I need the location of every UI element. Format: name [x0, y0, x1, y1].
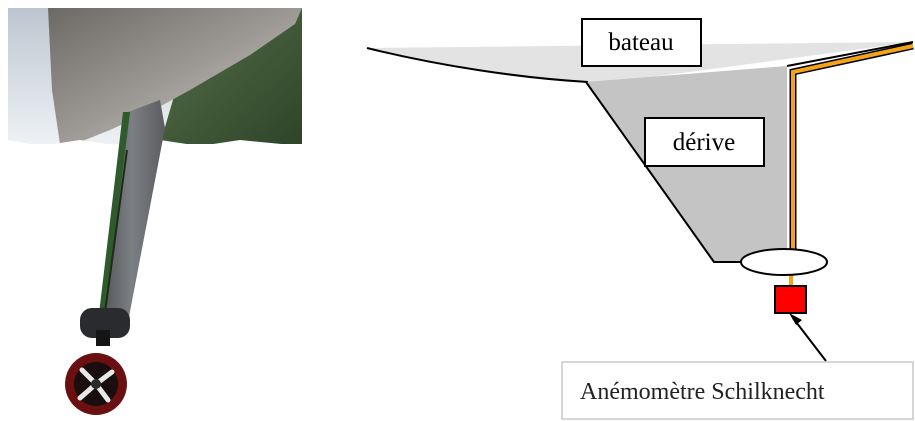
pointer-arrow-head [789, 313, 802, 325]
hull-outline-right [786, 41, 914, 67]
keel-label: dérive [673, 129, 735, 156]
photo-sensor-mount [80, 308, 130, 338]
schematic-diagram: bateau dérive Anémomètre Schilknecht [366, 18, 914, 420]
anemometer-label-box [561, 361, 914, 420]
pointer-arrow-line [792, 317, 827, 362]
anemometer-label: Anémomètre Schilknecht [580, 379, 825, 405]
sensor-pod [740, 248, 828, 276]
cable [791, 44, 914, 252]
photo-sensor-neck [96, 330, 110, 346]
photo-anemometer [65, 353, 127, 415]
keel-label-box [644, 117, 765, 167]
photo-keel [98, 100, 165, 322]
boat-label-box [581, 18, 702, 67]
anemometer-sensor [774, 285, 807, 314]
photo-cable [103, 149, 128, 321]
hull-outline-left [366, 47, 589, 83]
boat-label: bateau [608, 29, 674, 56]
photo-hull [48, 8, 302, 144]
cable-outline [789, 42, 914, 252]
photo-panel [8, 8, 302, 415]
photo-keel-edge [98, 112, 130, 322]
